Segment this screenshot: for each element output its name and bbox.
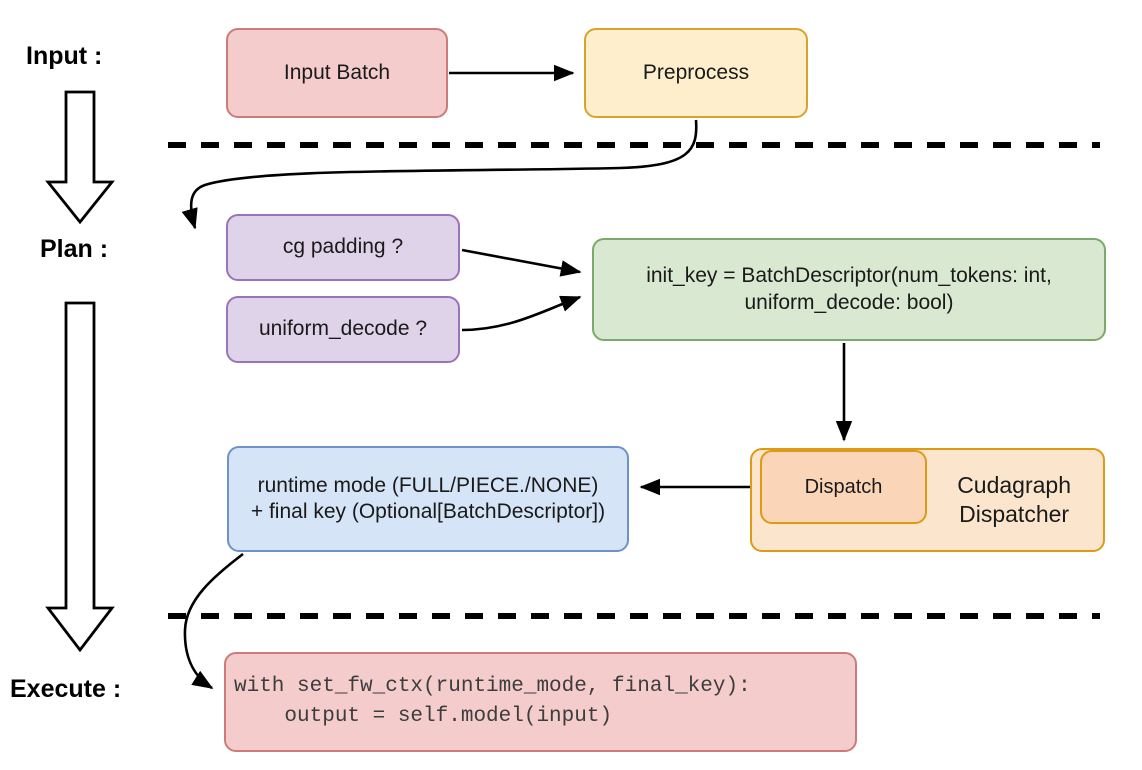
stage-label-execute: Execute : [10,675,122,703]
node-dispatch-label: Dispatch [804,475,883,498]
node-preprocess-label: Preprocess [642,60,750,84]
node-cg-padding-label: cg padding ? [282,235,404,259]
node-cg-padding[interactable]: cg padding ? [226,214,460,281]
flow-arrow-input-to-plan-icon [45,90,115,225]
node-uniform-decode-label: uniform_decode ? [258,317,428,341]
node-init-key-label: init_key = BatchDescriptor(num_tokens: i… [646,264,1052,314]
node-runtime-mode[interactable]: runtime mode (FULL/PIECE./NONE) + final … [227,446,629,552]
stage-label-plan: Plan : [40,235,109,263]
stage-label-input: Input : [26,42,103,70]
node-cudagraph-dispatcher-label: Cudagraph Dispatcher [957,472,1071,527]
node-init-key[interactable]: init_key = BatchDescriptor(num_tokens: i… [592,238,1106,341]
node-code-block-text: with set_fw_ctx(runtime_mode, final_key)… [234,674,751,728]
node-runtime-mode-label: runtime mode (FULL/PIECE./NONE) + final … [250,473,606,523]
connector-uniform-decode-to-init-key [461,295,582,332]
node-dispatch[interactable]: Dispatch [760,450,927,524]
node-input-batch[interactable]: Input Batch [226,28,448,118]
connector-preprocess-to-cg-padding [181,119,698,230]
node-code-block[interactable]: with set_fw_ctx(runtime_mode, final_key)… [224,652,857,752]
node-preprocess[interactable]: Preprocess [584,28,808,118]
flow-arrow-plan-to-execute-icon [45,301,115,653]
node-input-batch-label: Input Batch [283,60,391,84]
connector-cg-padding-to-init-key [461,248,582,277]
node-uniform-decode[interactable]: uniform_decode ? [226,296,460,363]
